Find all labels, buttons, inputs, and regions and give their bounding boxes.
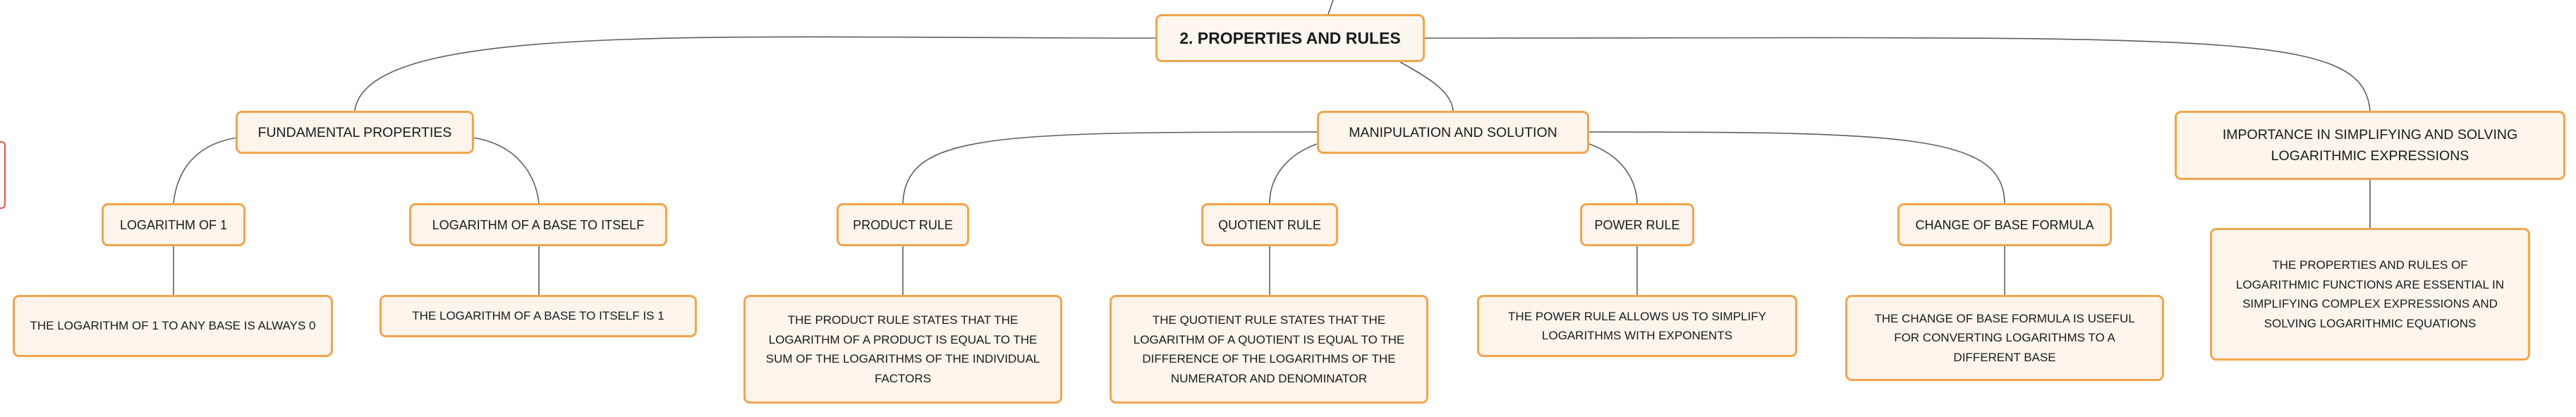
node-product-rule-label: PRODUCT RULE	[853, 217, 953, 232]
node-quotient-rule[interactable]: QUOTIENT RULE	[1201, 203, 1338, 246]
connector-root-fundamental	[354, 36, 1156, 111]
desc-logarithm-of-1-text: THE LOGARITHM OF 1 TO ANY BASE IS ALWAYS…	[30, 319, 316, 333]
desc-change-of-base[interactable]: THE CHANGE OF BASE FORMULA IS USEFUL FOR…	[1845, 295, 2164, 381]
node-quotient-rule-label: QUOTIENT RULE	[1218, 217, 1321, 232]
connector-manipulation-product	[902, 131, 1320, 204]
connector-manipulation-quotient	[1269, 143, 1320, 204]
desc-logarithm-base-itself-text: THE LOGARITHM OF A BASE TO ITSELF IS 1	[412, 309, 664, 323]
node-product-rule[interactable]: PRODUCT RULE	[837, 203, 969, 246]
desc-logarithm-of-1[interactable]: THE LOGARITHM OF 1 TO ANY BASE IS ALWAYS…	[13, 295, 333, 357]
connector-root-importance	[1424, 37, 2371, 111]
node-fundamental-properties-label: FUNDAMENTAL PROPERTIES	[257, 124, 452, 140]
desc-power-rule[interactable]: THE POWER RULE ALLOWS US TO SIMPLIFY LOG…	[1477, 295, 1797, 357]
node-logarithm-of-1-label: LOGARITHM OF 1	[119, 217, 227, 232]
desc-quotient-rule-text: THE QUOTIENT RULE STATES THAT THE LOGARI…	[1133, 313, 1405, 385]
node-logarithm-base-itself[interactable]: LOGARITHM OF A BASE TO ITSELF	[409, 203, 667, 246]
connector-root-parent	[1328, 0, 1334, 15]
desc-product-rule-text: THE PRODUCT RULE STATES THAT THE LOGARIT…	[765, 313, 1040, 385]
node-change-of-base[interactable]: CHANGE OF BASE FORMULA	[1897, 203, 2112, 246]
node-logarithm-of-1[interactable]: LOGARITHM OF 1	[102, 203, 245, 246]
connector-manipulation-power	[1586, 143, 1638, 204]
connector-manipulation-change	[1586, 131, 2005, 204]
desc-product-rule[interactable]: THE PRODUCT RULE STATES THAT THE LOGARIT…	[743, 295, 1062, 404]
side-panel-tab[interactable]	[0, 141, 6, 209]
node-importance-label: IMPORTANCE IN SIMPLIFYING AND SOLVING LO…	[2222, 127, 2518, 164]
node-manipulation-and-solution[interactable]: MANIPULATION AND SOLUTION	[1317, 111, 1589, 154]
desc-quotient-rule[interactable]: THE QUOTIENT RULE STATES THAT THE LOGARI…	[1110, 295, 1428, 404]
desc-logarithm-base-itself[interactable]: THE LOGARITHM OF A BASE TO ITSELF IS 1	[379, 295, 697, 337]
desc-importance-text: THE PROPERTIES AND RULES OF LOGARITHMIC …	[2235, 258, 2505, 330]
root-node[interactable]: 2. PROPERTIES AND RULES	[1155, 14, 1425, 62]
connector-fundamental-logbase	[472, 137, 540, 204]
desc-power-rule-text: THE POWER RULE ALLOWS US TO SIMPLIFY LOG…	[1508, 309, 1766, 343]
node-change-of-base-label: CHANGE OF BASE FORMULA	[1915, 217, 2094, 232]
node-manipulation-and-solution-label: MANIPULATION AND SOLUTION	[1349, 124, 1557, 140]
node-power-rule[interactable]: POWER RULE	[1580, 203, 1694, 246]
desc-importance[interactable]: THE PROPERTIES AND RULES OF LOGARITHMIC …	[2210, 228, 2530, 361]
root-node-label: 2. PROPERTIES AND RULES	[1179, 28, 1401, 47]
node-importance[interactable]: IMPORTANCE IN SIMPLIFYING AND SOLVING LO…	[2175, 111, 2565, 180]
node-power-rule-label: POWER RULE	[1594, 217, 1680, 232]
node-fundamental-properties[interactable]: FUNDAMENTAL PROPERTIES	[236, 111, 474, 154]
connector-root-manipulation	[1399, 61, 1454, 111]
node-logarithm-base-itself-label: LOGARITHM OF A BASE TO ITSELF	[432, 217, 645, 232]
desc-change-of-base-text: THE CHANGE OF BASE FORMULA IS USEFUL FOR…	[1874, 311, 2135, 364]
connector-fundamental-log1	[173, 137, 238, 204]
